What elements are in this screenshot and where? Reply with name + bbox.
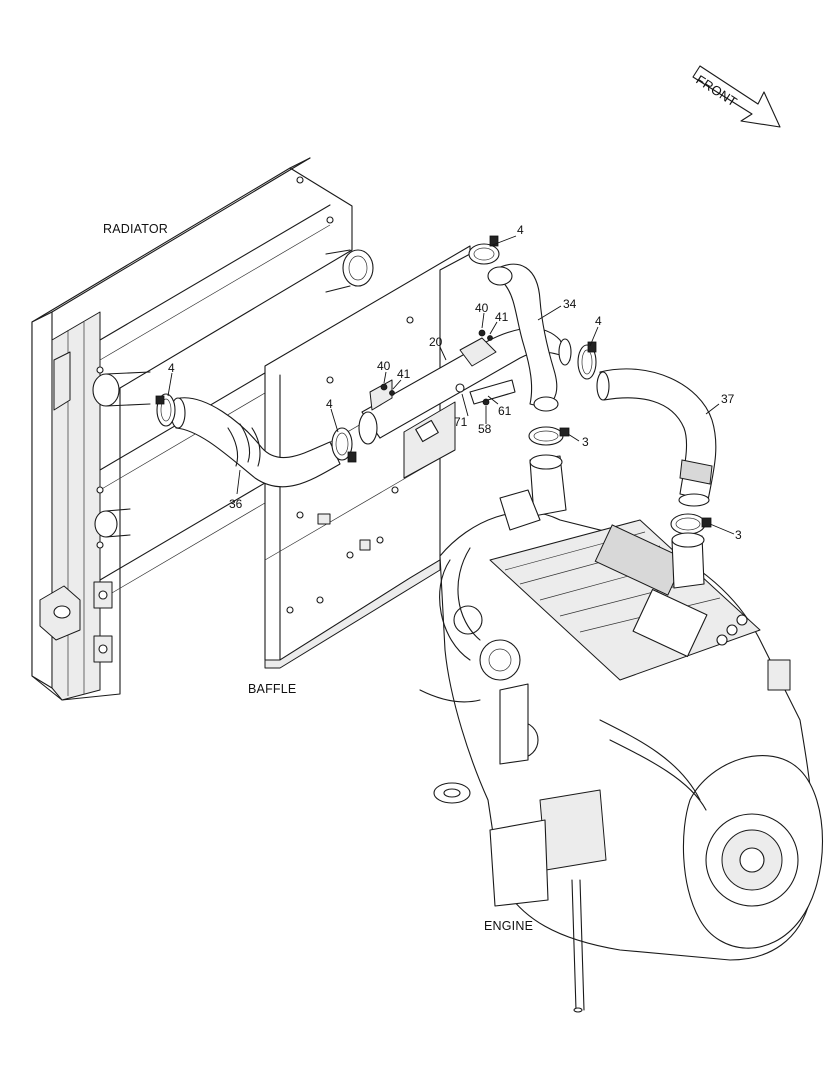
callout-37: 37 [721,392,735,406]
clamp-4-top [468,235,500,265]
hose-37 [596,368,717,507]
clamp-4-mid [331,427,357,463]
baffle-label: BAFFLE [248,682,296,696]
hose-36 [170,397,341,488]
callout-3-mid: 3 [582,435,589,449]
clamp-4-left [155,393,176,427]
callout-58: 58 [478,422,492,436]
tube-20 [358,327,572,445]
callout-4-right: 4 [595,314,602,328]
front-direction-arrow: FRONT [692,65,781,128]
clamp-4-right [577,341,597,380]
callout-41-lower: 41 [397,367,411,381]
tube-34 [487,263,559,412]
engine [419,454,824,1013]
callout-3-right: 3 [735,528,742,542]
callout-4-top: 4 [517,223,524,237]
callout-4-left: 4 [168,361,175,375]
leader-lines [167,235,735,535]
callout-20: 20 [429,335,443,349]
callout-4-mid: 4 [326,397,333,411]
callout-36: 36 [229,497,243,511]
callout-34: 34 [563,297,577,311]
callout-40-upper: 40 [475,301,489,315]
callout-41-upper: 41 [495,310,509,324]
clamp-3-mid [528,426,570,446]
radiator [31,157,374,701]
radiator-label: RADIATOR [103,222,168,236]
callout-61: 61 [498,404,512,418]
callout-71: 71 [454,415,468,429]
engine-label: ENGINE [484,919,533,933]
clamp-3-right [670,513,712,535]
bracket-hardware [380,329,516,406]
callout-40-lower: 40 [377,359,391,373]
baffle [264,245,471,669]
